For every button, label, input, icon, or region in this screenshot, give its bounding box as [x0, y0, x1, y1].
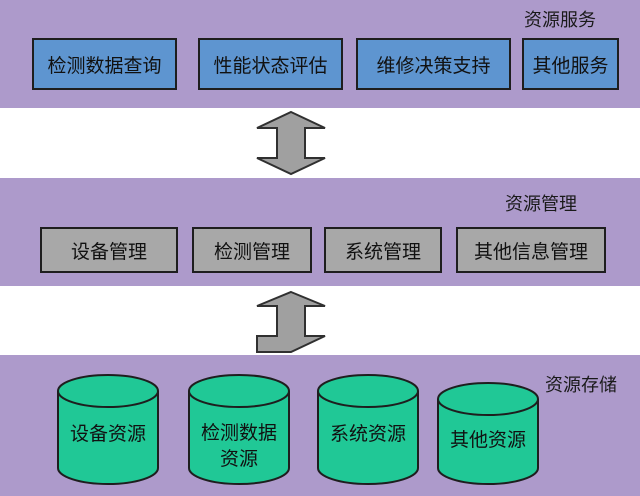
- service-box-data-query: 检测数据查询: [32, 38, 177, 90]
- storage-label-system-line1: 系统资源: [329, 423, 406, 445]
- double-arrow-lower: [256, 290, 326, 353]
- double-arrow-upper: [256, 110, 326, 176]
- storage-label-inspection-data: 检测数据 资源: [189, 420, 289, 472]
- storage-label-other-line1: 其他资源: [449, 429, 526, 451]
- management-layer-title: 资源管理: [505, 194, 577, 215]
- storage-cylinder-system: [317, 374, 419, 485]
- storage-label-inspection-data-line1: 检测数据: [200, 422, 277, 444]
- management-box-inspection: 检测管理: [192, 227, 312, 273]
- management-box-system: 系统管理: [324, 227, 442, 273]
- storage-label-system: 系统资源: [318, 421, 418, 447]
- storage-cylinder-equipment: [57, 374, 159, 485]
- management-box-other-info: 其他信息管理: [456, 227, 606, 273]
- storage-cylinder-other: [437, 382, 539, 485]
- storage-label-other: 其他资源: [438, 427, 538, 453]
- storage-layer-title: 资源存储: [545, 375, 617, 396]
- service-box-state-evaluation: 性能状态评估: [198, 38, 343, 90]
- service-box-maintenance-decision: 维修决策支持: [356, 38, 511, 90]
- storage-cylinder-inspection-data: [188, 374, 290, 485]
- storage-label-equipment-line1: 设备资源: [69, 423, 146, 445]
- storage-label-equipment: 设备资源: [58, 421, 158, 447]
- management-box-equipment: 设备管理: [40, 227, 178, 273]
- storage-label-inspection-data-line2: 资源: [219, 448, 258, 470]
- service-box-other: 其他服务: [522, 38, 619, 90]
- service-layer-title: 资源服务: [524, 10, 596, 31]
